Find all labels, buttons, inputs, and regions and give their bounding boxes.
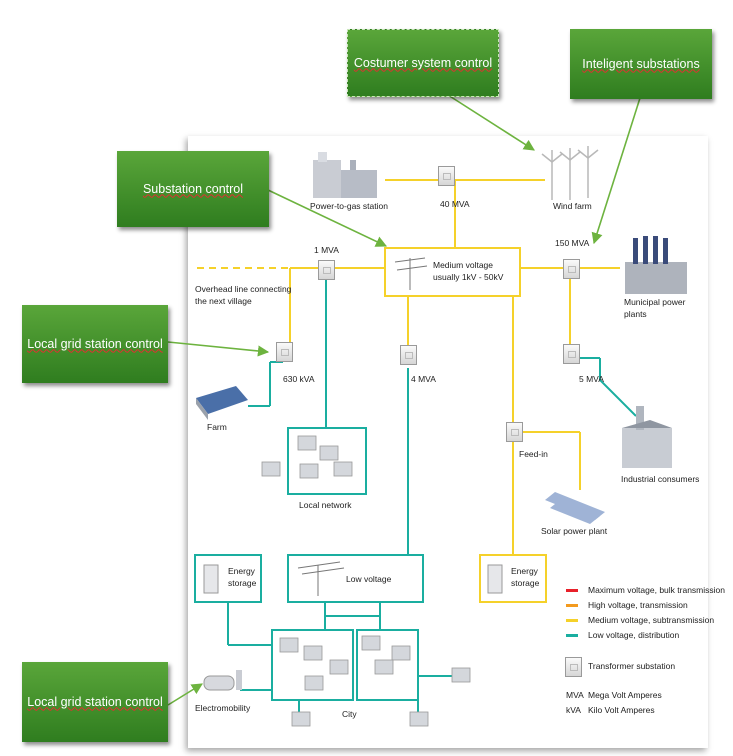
callout-local-grid-station-control-1: Local grid station control [22,305,168,383]
house-illustrations [261,435,471,727]
medium-voltage-lines [197,179,620,555]
transformer-5mva [563,344,580,364]
low-voltage-box [287,554,424,603]
legend-transformer-icon [565,657,582,677]
legend-swatches [566,589,578,637]
legend-mva-abbr: MVA [566,690,584,700]
legend-transformer-substation: Transformer substation [588,661,676,671]
transformer-4mva [400,345,417,365]
low-voltage-lines [227,280,637,712]
label-medium-voltage-range: usually 1kV - 50kV [433,272,504,282]
municipal-power-plant-illustration [625,236,687,294]
label-40mva: 40 MVA [440,199,470,209]
callout-local-grid-station-control-2: Local grid station control [22,662,168,742]
label-energy-storage-1b: storage [228,578,257,588]
legend-kva-abbr: kVA [566,705,581,715]
callout-substation-control: Substation control [117,151,269,227]
label-energy-storage-2b: storage [511,578,540,588]
legend-kva-full: Kilo Volt Amperes [588,705,655,715]
farm-illustration [196,386,248,420]
label-low-voltage: Low voltage [346,574,392,584]
industrial-consumers-illustration [622,406,672,468]
power-to-gas-illustration [313,152,377,198]
city-box-right [356,629,419,701]
label-feed-in: Feed-in [519,449,548,459]
legend-high-voltage: High voltage, transmission [588,600,688,610]
label-power-to-gas: Power-to-gas station [310,201,388,211]
transformer-150mva [563,259,580,279]
label-local-network: Local network [299,500,352,510]
label-4mva: 4 MVA [411,374,436,384]
callout-customer-system-control: Costumer system control [347,29,499,97]
medium-voltage-box [384,247,521,297]
storage-cabinet-1 [203,564,219,594]
label-electromobility: Electromobility [195,703,251,713]
diagram-panel [188,136,708,748]
label-energy-storage-2a: Energy [511,566,538,576]
wind-farm-illustration [541,146,599,200]
label-overhead-line: Overhead line connecting [195,284,292,294]
label-630kva: 630 kVA [283,374,315,384]
label-1mva: 1 MVA [314,245,339,255]
solar-power-plant-illustration [545,492,605,524]
storage-cabinet-2 [487,564,503,594]
legend-low-voltage: Low voltage, distribution [588,630,680,640]
label-municipal-power: Municipal power [624,297,686,307]
label-solar-power-plant: Solar power plant [541,526,608,536]
label-industrial-consumers: Industrial consumers [621,474,700,484]
label-150mva: 150 MVA [555,238,590,248]
callout-intelligent-substations: Inteligent substations [570,29,712,99]
transformer-1mva [318,260,335,280]
local-network-box [287,427,367,495]
legend-mva-full: Mega Volt Amperes [588,690,662,700]
label-city: City [342,709,357,719]
callout-arrows [167,94,641,706]
label-overhead-line-2: the next village [195,296,252,306]
transformer-40mva [438,166,455,186]
medium-voltage-pylon-illustration [394,257,428,290]
electromobility-illustration [203,670,242,691]
label-farm: Farm [207,422,227,432]
legend-medium-voltage: Medium voltage, subtransmission [588,615,715,625]
label-5mva: 5 MVA [579,374,604,384]
transformer-feed-in [506,422,523,442]
label-energy-storage-1a: Energy [228,566,255,576]
transformer-630kva [276,342,293,362]
city-box-left [271,629,354,701]
low-voltage-pylon-illustration [297,561,345,596]
label-wind-farm: Wind farm [553,201,592,211]
legend-maximum-voltage: Maximum voltage, bulk transmission [588,585,725,595]
label-municipal-plants: plants [624,309,647,319]
label-medium-voltage: Medium voltage [433,260,494,270]
